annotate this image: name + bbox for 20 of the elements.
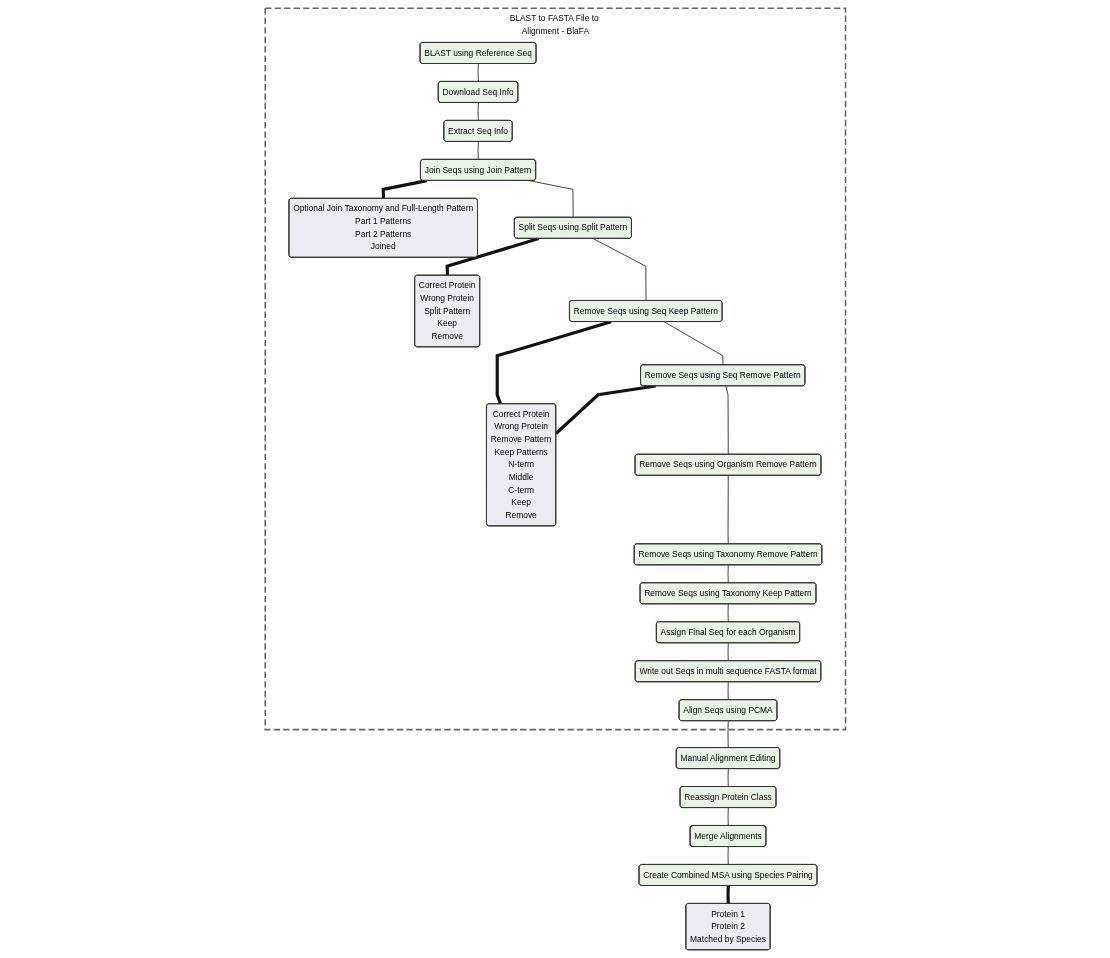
connector: [727, 475, 729, 545]
connector: [727, 807, 729, 827]
connector: [554, 384, 656, 435]
connector: [592, 238, 647, 302]
connector: [727, 603, 729, 623]
connector: [727, 564, 729, 584]
connector: [725, 385, 729, 455]
connector: [477, 141, 479, 160]
connector: [381, 179, 427, 199]
connector: [727, 681, 729, 701]
connector: [477, 63, 479, 83]
connector: [477, 102, 479, 122]
connector: [727, 846, 729, 866]
connector: [727, 768, 729, 788]
connector: [727, 720, 729, 749]
connector: [445, 237, 539, 276]
connector: [726, 885, 730, 904]
connector: [495, 320, 612, 405]
connector: [727, 642, 729, 662]
connector: [663, 321, 724, 366]
